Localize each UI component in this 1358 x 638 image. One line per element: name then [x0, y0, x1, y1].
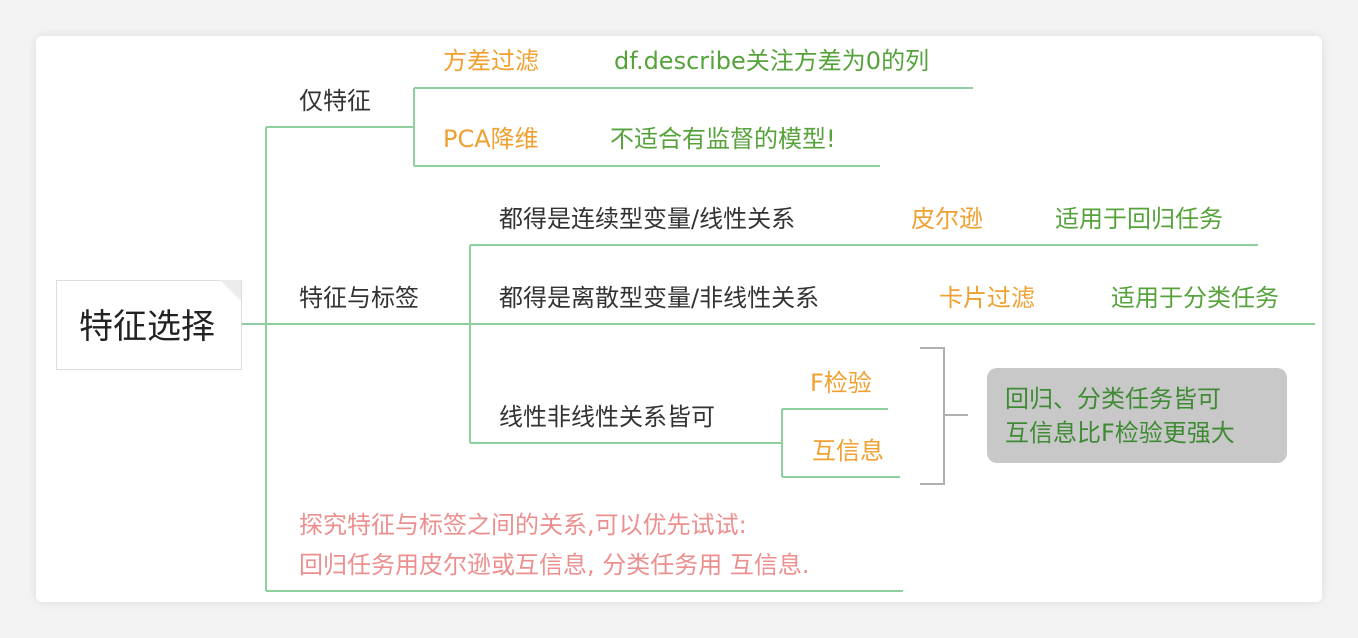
method-chi-filter[interactable]: 卡片过滤	[939, 284, 1035, 312]
note-pca[interactable]: 不适合有监督的模型!	[610, 125, 836, 153]
note-pearson[interactable]: 适用于回归任务	[1055, 205, 1223, 233]
condition-both[interactable]: 线性非线性关系皆可	[499, 403, 715, 431]
root-node[interactable]	[56, 280, 242, 370]
method-pearson[interactable]: 皮尔逊	[911, 205, 983, 233]
root-node-fold	[220, 280, 241, 301]
mindmap-canvas	[36, 36, 1322, 602]
method-variance-filter[interactable]: 方差过滤	[443, 47, 539, 75]
root-label: 特征选择	[79, 307, 215, 347]
callout-line-1: 回归、分类任务皆可	[1005, 385, 1221, 413]
tip-line-2[interactable]: 回归任务用皮尔逊或互信息, 分类任务用 互信息.	[299, 551, 810, 579]
method-pca[interactable]: PCA降维	[443, 125, 539, 153]
branch-feature-label-label[interactable]: 特征与标签	[299, 284, 419, 312]
branch-feature-only-label[interactable]: 仅特征	[299, 87, 371, 115]
note-chi-filter[interactable]: 适用于分类任务	[1111, 284, 1279, 312]
callout-line-2: 互信息比F检验更强大	[1005, 419, 1235, 447]
condition-discrete[interactable]: 都得是离散型变量/非线性关系	[499, 284, 820, 312]
condition-continuous[interactable]: 都得是连续型变量/线性关系	[499, 205, 796, 233]
bracket	[920, 347, 968, 485]
note-variance-filter[interactable]: df.describe关注方差为0的列	[614, 47, 930, 75]
tip-line-1[interactable]: 探究特征与标签之间的关系,可以优先试试:	[299, 511, 747, 539]
method-mutual-info[interactable]: 互信息	[812, 437, 884, 465]
callout-note[interactable]: 回归、分类任务皆可 互信息比F检验更强大	[987, 368, 1287, 463]
method-f-test[interactable]: F检验	[810, 369, 872, 397]
